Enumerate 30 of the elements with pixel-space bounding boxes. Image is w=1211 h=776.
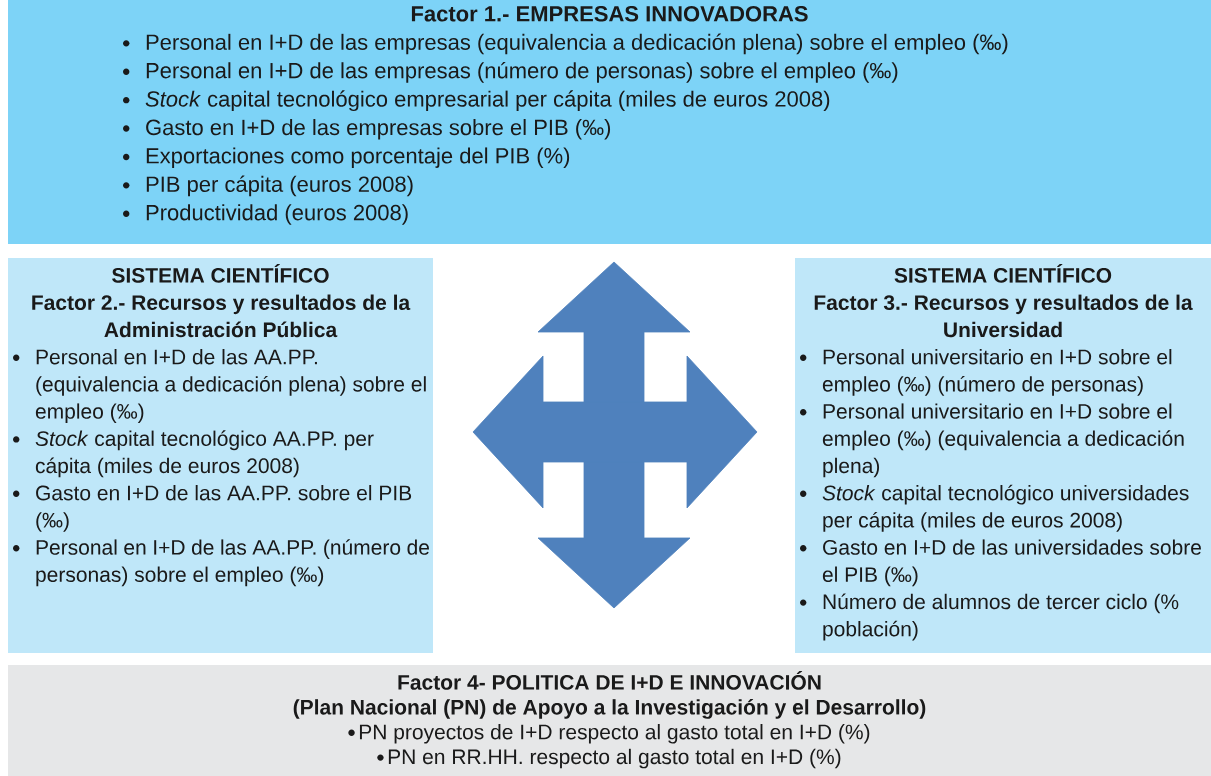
list-item: Gasto en I+D de las empresas sobre el PIB (‰) [123, 119, 611, 140]
double-arrow [472, 355, 758, 509]
list-item: Personal universitario en I+D sobre el empleo (‰) (número de personas) [800, 349, 1172, 396]
info-box [8, 0, 1211, 244]
info-box [795, 258, 1211, 653]
list-item: Personal universitario en I+D sobre el empleo (‰) (equivalencia a dedicación plena) [800, 403, 1184, 478]
info-box [8, 258, 433, 653]
box-heading: Factor 2.- Recursos y resultados de la Administración Pública [32, 294, 411, 338]
list-item: Productividad (euros 2008) [123, 204, 408, 225]
list-item: Número de alumnos de tercer ciclo (% población) [800, 593, 1179, 641]
box-heading: (Plan Nacional (PN) de Apoyo a la Investigación y el Desarrollo) [293, 699, 926, 719]
list-item: PN en RR.HH. respecto al gasto total en I+D (%) [377, 748, 841, 769]
box-heading: SISTEMA CIENTÍFICO [894, 264, 1112, 283]
list-item: Personal en I+D de las empresas (número de personas) sobre el empleo (‰) [123, 62, 898, 83]
list-item: Personal en I+D de las AA.PP. (número de personas) sobre el empleo (‰) [13, 539, 429, 587]
list-item: Stock capital tecnológico universidades per cápita (miles de euros 2008) [800, 484, 1189, 532]
list-item: Exportaciones como porcentaje del PIB (%) [123, 147, 570, 168]
box-heading: Factor 1.- EMPRESAS INNOVADORAS [411, 6, 808, 22]
list-item: Personal en I+D de las AA.PP. (equivalencia a dedicación plena) sobre el empleo (‰) [13, 349, 426, 423]
list-item: PN proyectos de I+D respecto al gasto total en I+D (%) [348, 724, 870, 744]
box-heading: SISTEMA CIENTÍFICO [112, 264, 329, 283]
list-item: Gasto en I+D de las AA.PP. sobre el PIB (‰) [13, 485, 412, 532]
list-item: Personal en I+D de las empresas (equivalencia a dedicación plena) sobre el empleo (‰) [123, 33, 1008, 55]
box-heading: Factor 4- POLITICA DE I+D E INNOVACIÓN [398, 671, 821, 690]
list-item: Stock capital tecnológico AA.PP. per cápita (miles de euros 2008) [13, 430, 374, 478]
list-item: PIB per cápita (euros 2008) [123, 175, 413, 197]
box-heading: Factor 3.- Recursos y resultados de la Universidad [814, 294, 1193, 338]
list-item: Gasto en I+D de las universidades sobre el PIB (‰) [800, 539, 1201, 587]
list-item: Stock capital tecnológico empresarial per cápita (miles de euros 2008) [123, 90, 830, 112]
info-box [8, 665, 1211, 776]
